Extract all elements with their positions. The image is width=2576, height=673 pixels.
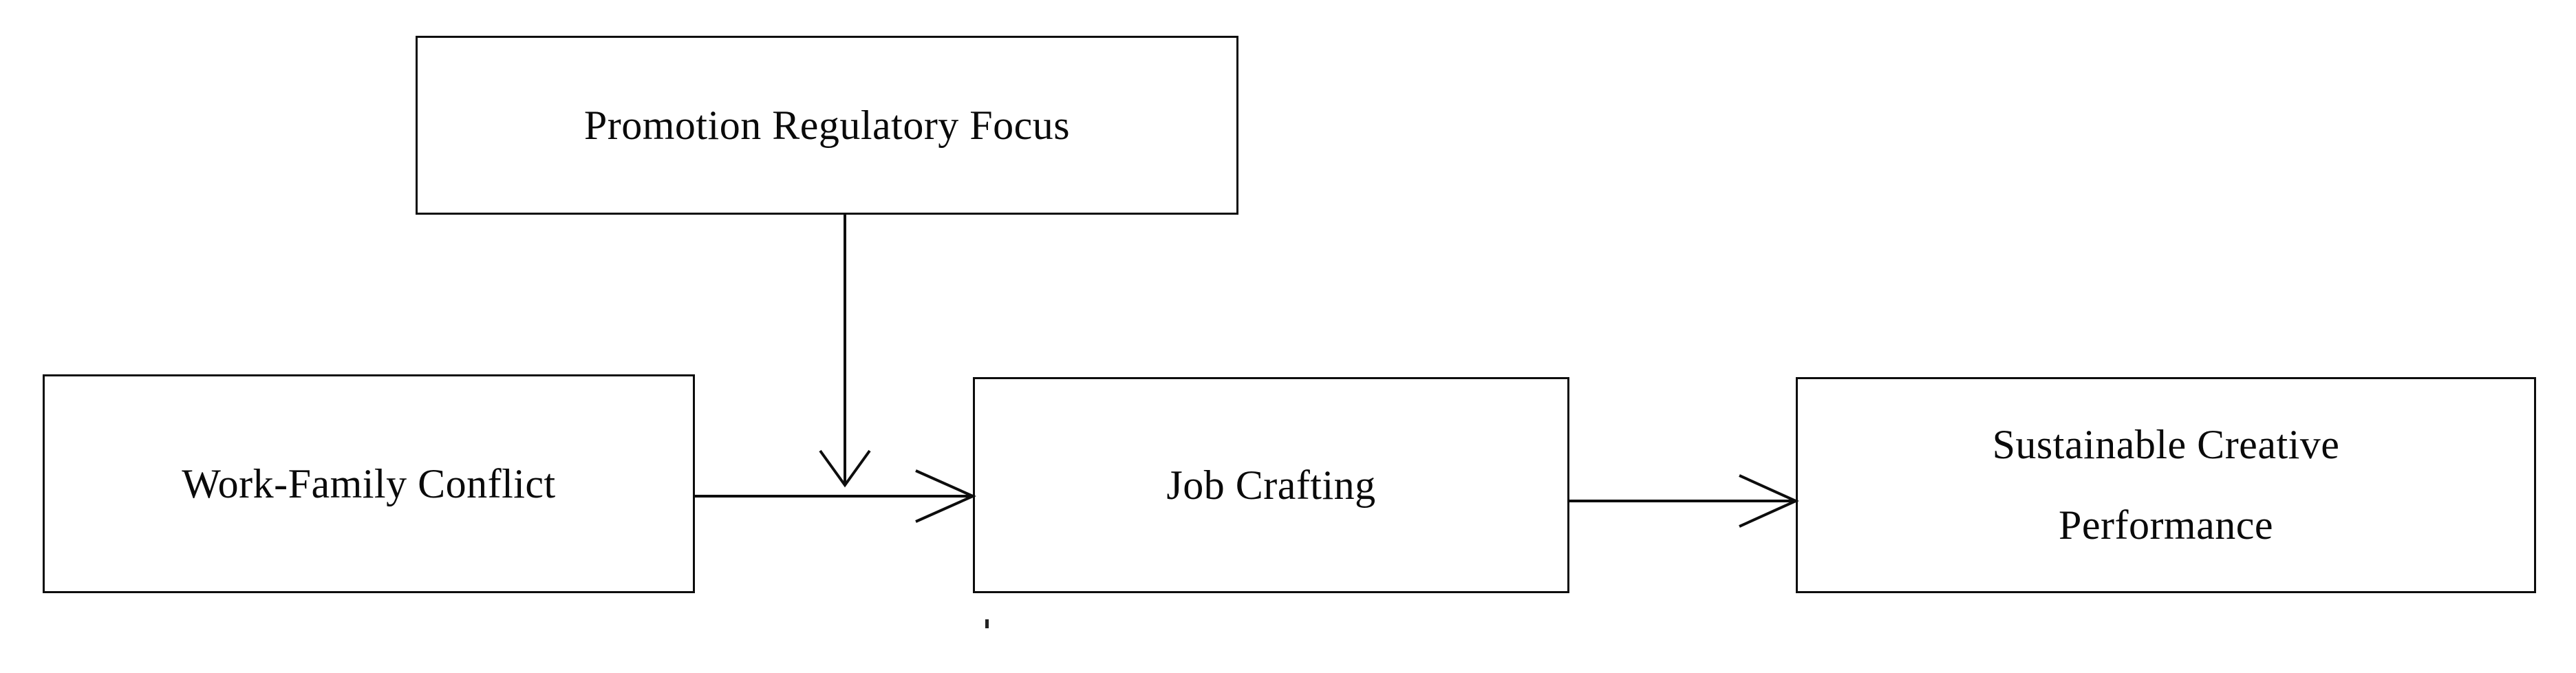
- node-promotion-regulatory-focus[interactable]: Promotion Regulatory Focus: [416, 36, 1238, 215]
- node-label-sustainable-creative-performance: Sustainable Creative Performance: [1992, 422, 2340, 548]
- node-label-work-family-conflict: Work-Family Conflict: [182, 460, 556, 506]
- node-label-promotion-regulatory-focus: Promotion Regulatory Focus: [583, 102, 1071, 148]
- node-job-crafting[interactable]: Job Crafting: [973, 377, 1569, 593]
- node-work-family-conflict[interactable]: Work-Family Conflict: [43, 374, 695, 593]
- node-label-job-crafting: Job Crafting: [1166, 462, 1376, 508]
- stray-mark: [985, 619, 989, 628]
- arrow-prf-to-path: [819, 215, 871, 488]
- arrow-job-crafting-to-scp: [1569, 474, 1799, 528]
- arrow-wfc-to-job-crafting: [695, 469, 976, 523]
- node-sustainable-creative-performance[interactable]: Sustainable Creative Performance: [1796, 377, 2536, 593]
